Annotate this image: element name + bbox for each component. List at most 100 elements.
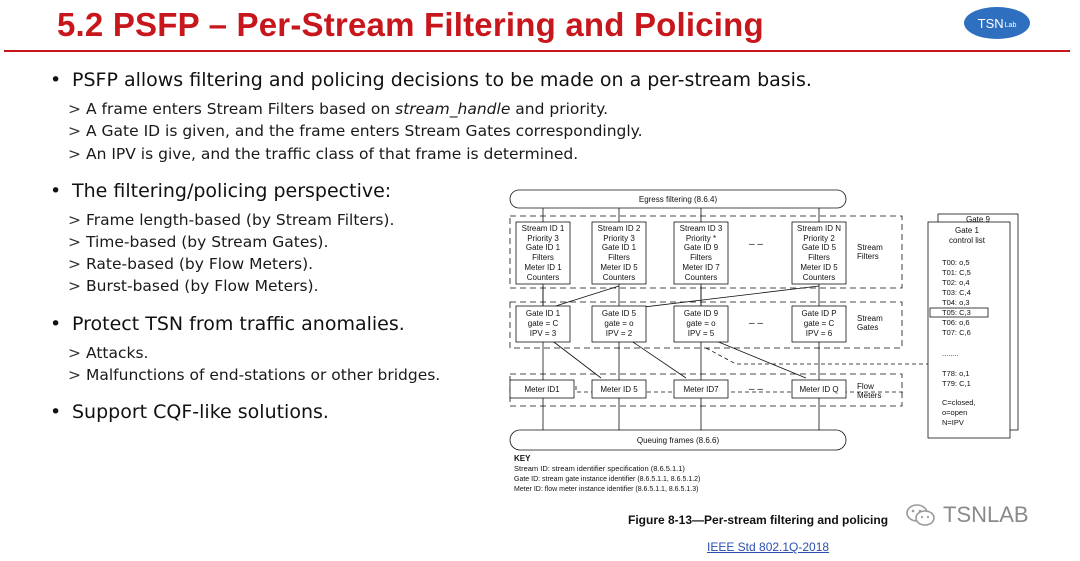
key-line: Meter ID: flow meter instance identifier… (514, 486, 698, 493)
gate-text: IPV = 3 (530, 329, 557, 338)
gate-text: IPV = 2 (606, 329, 633, 338)
bullet-protect: Protect TSN from traffic anomalies. (50, 313, 405, 335)
gate-list-entry: T78: o,1 (942, 369, 970, 378)
group-label: Gates (857, 323, 878, 332)
gate-list-entry: T05: C,3 (942, 308, 971, 317)
title-divider (4, 50, 1070, 52)
key-line: Gate ID: stream gate instance identifier… (514, 476, 700, 483)
gate-list-legend: N=IPV (942, 418, 964, 427)
ellipsis: – – (749, 239, 763, 250)
stream-filter-box (591, 221, 647, 285)
ellipsis: – – (749, 384, 763, 395)
gate-text: IPV = 5 (688, 329, 715, 338)
stream-gate-box (515, 305, 571, 343)
gate-list-entry: T00: o,5 (942, 258, 970, 267)
logo-text: TSN (977, 15, 1004, 31)
meter-text: Meter ID 5 (600, 385, 638, 394)
egress-filtering-bar (509, 189, 847, 209)
slide-title: 5.2 PSFP – Per-Stream Filtering and Poli… (57, 6, 764, 43)
filter-text: Counters (603, 273, 635, 282)
gate-list-entry: T03: C,4 (942, 288, 971, 297)
filter-text: Priority * (686, 234, 716, 243)
filter-text: Stream ID 3 (680, 224, 723, 233)
meter-text: Meter ID7 (683, 385, 719, 394)
ellipsis: – – (749, 318, 763, 329)
sub-bullet: >A frame enters Stream Filters based on … (68, 100, 609, 118)
stream-filter-box (673, 221, 729, 285)
flow-meter-box (509, 379, 575, 399)
gate-text: gate = o (604, 319, 634, 328)
key-heading: KEY (514, 454, 531, 463)
group-label: Meters (857, 391, 881, 400)
filter-text: Counters (803, 273, 835, 282)
stream-gate-box (591, 305, 647, 343)
filter-text: Gate ID 1 (526, 243, 561, 252)
queuing-frames-bar (509, 429, 847, 451)
filter-text: Gate ID 5 (802, 243, 837, 252)
filter-text: Priority 3 (603, 234, 635, 243)
gate-list-dots: ........ (942, 349, 959, 358)
bullet-psfp-overview: PSFP allows filtering and policing decis… (50, 69, 812, 91)
meter-text: Meter ID Q (799, 385, 838, 394)
gate-1-control-list (927, 221, 1011, 439)
filter-text: Gate ID 9 (684, 243, 719, 252)
filter-text: Stream ID 2 (598, 224, 641, 233)
sub-bullet: >A Gate ID is given, and the frame enter… (68, 122, 643, 140)
sub-bullet: >Burst-based (by Flow Meters). (68, 277, 319, 295)
gate-list-entry: T06: o,6 (942, 318, 970, 327)
sub-bullet: >Frame length-based (by Stream Filters). (68, 211, 395, 229)
filter-text: Priority 3 (527, 234, 559, 243)
sub-bullet: >Time-based (by Stream Gates). (68, 233, 329, 251)
stream-filters-group (509, 215, 903, 289)
stream-filter-box (515, 221, 571, 285)
gate-text: IPV = 6 (806, 329, 833, 338)
filter-text: Stream ID N (797, 224, 841, 233)
flow-meter-box (791, 379, 847, 399)
gate-text: Gate ID P (801, 309, 836, 318)
queuing-label: Queuing frames (8.6.6) (637, 436, 720, 445)
group-label: Stream (857, 314, 883, 323)
tsnlab-watermark: TSNLAB (905, 502, 1029, 528)
sub-bullet: >An IPV is give, and the traffic class o… (68, 145, 579, 163)
bullet-perspective: The filtering/policing perspective: (50, 180, 391, 202)
bullet-cqf: Support CQF-like solutions. (50, 401, 329, 423)
brand-text: TSNLAB (943, 502, 1029, 527)
group-label: Filters (857, 252, 879, 261)
egress-label: Egress filtering (8.6.4) (639, 195, 718, 204)
sub-bullet: >Attacks. (68, 344, 149, 362)
gate-list-entry: T02: o,4 (942, 278, 970, 287)
gate-list-entry: T79: C,1 (942, 379, 971, 388)
filter-text: Meter ID 1 (524, 263, 562, 272)
key-line: Stream ID: stream identifier specificati… (514, 464, 685, 473)
gate-list-entry: T01: C,5 (942, 268, 971, 277)
sub-bullet: >Rate-based (by Flow Meters). (68, 255, 314, 273)
stream-gate-box (673, 305, 729, 343)
ieee-source-link[interactable]: IEEE Std 802.1Q-2018 (707, 540, 830, 554)
group-label: Stream (857, 243, 883, 252)
filter-text: Meter ID 5 (600, 263, 638, 272)
gate-text: gate = C (528, 319, 559, 328)
meter-text: Meter ID1 (524, 385, 560, 394)
filter-text: Priority 2 (803, 234, 835, 243)
figure-caption: Figure 8-13—Per-stream filtering and pol… (628, 513, 889, 527)
stream-gate-box (791, 305, 847, 343)
filter-text: Filters (532, 253, 554, 262)
flow-meter-box (673, 379, 729, 399)
gate-list-entry: T04: o,3 (942, 298, 970, 307)
sub-bullet: >Malfunctions of end-stations or other b… (68, 366, 441, 384)
gate-list-title: control list (949, 236, 986, 245)
filter-text: Counters (527, 273, 559, 282)
filter-text: Filters (608, 253, 630, 262)
logo-subtext: Lab (1004, 21, 1017, 29)
gate-list-legend: C=closed, (942, 398, 976, 407)
gate-list-legend: o=open (942, 408, 967, 417)
filter-text: Meter ID 5 (800, 263, 838, 272)
filter-text: Filters (690, 253, 712, 262)
filter-text: Stream ID 1 (522, 224, 565, 233)
gate-list-back-title: Gate 9 (966, 215, 991, 224)
gate-list-entry: T07: C,6 (942, 328, 971, 337)
filter-text: Filters (808, 253, 830, 262)
gate-text: gate = o (686, 319, 716, 328)
group-label: Flow (857, 382, 874, 391)
